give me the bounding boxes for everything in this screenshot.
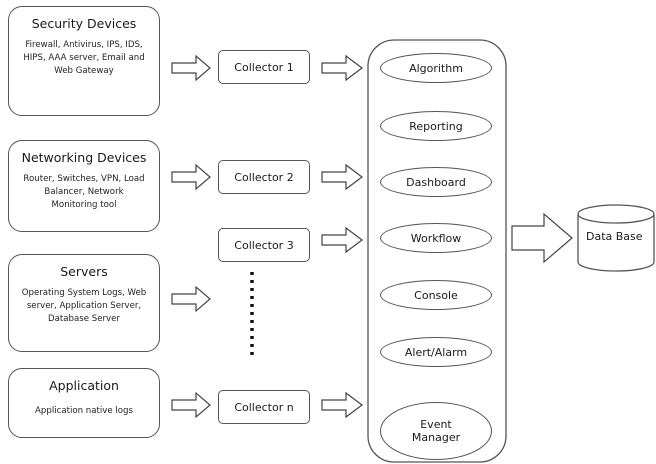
module-reporting: Reporting	[380, 111, 492, 141]
arrow-networking-to-collector	[171, 163, 211, 191]
arrow-to-database	[511, 212, 573, 264]
source-detail: Operating System Logs, Web server, Appli…	[21, 288, 147, 324]
source-application: Application Application native logs	[8, 368, 160, 438]
arrow-servers-to-collector	[171, 285, 211, 313]
processing-container	[367, 39, 507, 463]
module-workflow: Workflow	[380, 223, 492, 253]
arrow-collector1-out	[321, 54, 363, 82]
arrow-security-to-collector	[171, 54, 211, 82]
source-detail: Firewall, Antivirus, IPS, IDS, HIPS, AAA…	[23, 40, 145, 76]
source-title: Application	[49, 378, 119, 393]
source-title: Networking Devices	[21, 150, 147, 165]
source-networking-devices: Networking Devices Router, Switches, VPN…	[8, 140, 160, 232]
arrow-collector2-out	[321, 163, 363, 191]
arrow-application-to-collector	[171, 391, 211, 419]
source-detail: Router, Switches, VPN, Load Balancer, Ne…	[23, 174, 145, 210]
database-label: Data Base	[586, 230, 643, 243]
database-cylinder	[577, 204, 655, 272]
source-security-devices: Security Devices Firewall, Antivirus, IP…	[8, 6, 160, 116]
collector-n: Collector n	[218, 390, 310, 424]
source-title: Servers	[60, 264, 108, 279]
module-console: Console	[380, 280, 492, 310]
arrow-collectorn-out	[321, 391, 363, 419]
source-title: Security Devices	[31, 16, 137, 31]
module-alert-alarm: Alert/Alarm	[380, 337, 492, 367]
module-dashboard: Dashboard	[380, 167, 492, 197]
collector-2: Collector 2	[218, 160, 310, 194]
collector-1: Collector 1	[218, 50, 310, 84]
source-servers: Servers Operating System Logs, Web serve…	[8, 254, 160, 352]
arrow-collector3-out	[321, 226, 363, 254]
module-algorithm: Algorithm	[380, 53, 492, 83]
source-detail: Application native logs	[35, 406, 133, 416]
collector-3: Collector 3	[218, 228, 310, 262]
module-event-manager: Event Manager	[380, 402, 492, 460]
